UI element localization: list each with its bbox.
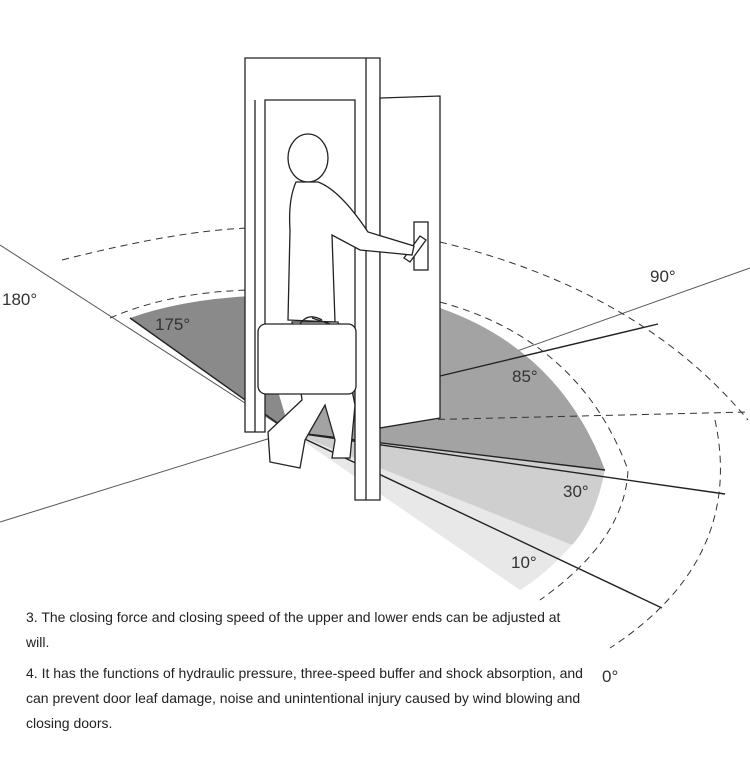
label-30: 30° [563, 482, 589, 501]
label-0: 0° [602, 667, 618, 686]
label-90: 90° [650, 267, 676, 286]
head [287, 133, 329, 183]
dashed-arcs [61, 227, 749, 649]
feature-notes: 3. The closing force and closing speed o… [26, 605, 586, 742]
note-4: 4. It has the functions of hydraulic pre… [26, 665, 583, 731]
label-175: 175° [155, 315, 190, 334]
label-10: 10° [511, 553, 537, 572]
label-180: 180° [2, 290, 37, 309]
note-3: 3. The closing force and closing speed o… [26, 609, 561, 650]
person-figure [267, 133, 415, 469]
label-85: 85° [512, 367, 538, 386]
torso [287, 181, 415, 323]
briefcase-icon [257, 316, 357, 395]
door-leaf [379, 95, 441, 429]
door-frame [244, 57, 381, 501]
